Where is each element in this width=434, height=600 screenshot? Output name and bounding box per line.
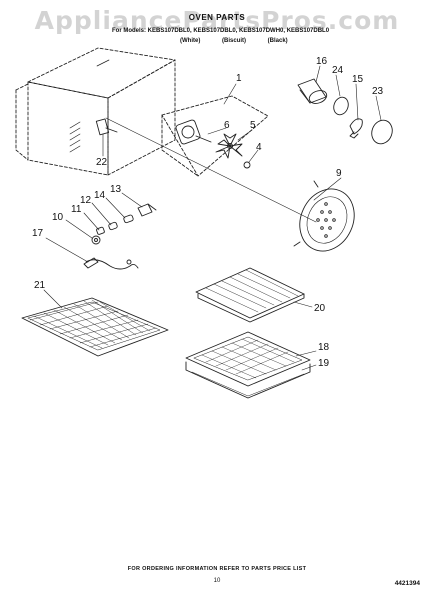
leader-lines	[43, 65, 382, 371]
callout-17: 17	[32, 228, 44, 239]
clip-part-13	[137, 203, 157, 217]
callout-10: 10	[52, 212, 64, 223]
callout-18: 18	[318, 342, 330, 353]
broiler-grid-part-20	[195, 267, 305, 323]
callout-1: 1	[236, 73, 242, 84]
document-number: 4421394	[394, 580, 420, 587]
callout-23: 23	[372, 86, 384, 97]
variant-black: (Black)	[267, 38, 288, 44]
oven-cavity	[15, 47, 176, 176]
callout-4: 4	[256, 142, 262, 153]
lens-part-23	[371, 119, 393, 145]
motor-part-6	[175, 119, 212, 145]
page-number: 10	[213, 578, 221, 584]
model-list: For Models: KEBS107DBL0, KEBS107DBL0, KE…	[112, 28, 330, 34]
callout-21: 21	[34, 280, 46, 291]
fan-assembly-box	[161, 95, 269, 177]
callout-13: 13	[110, 184, 122, 195]
callout-20: 20	[314, 303, 326, 314]
callout-11: 11	[71, 204, 82, 215]
bulb-part-15	[349, 118, 363, 139]
ring-part-11	[96, 226, 105, 235]
watermark: AppliancePartsPros.com	[34, 6, 400, 35]
callout-22: 22	[96, 157, 108, 168]
sensor-part-14	[123, 214, 134, 224]
nut-part-4	[243, 161, 251, 169]
variant-white: (White)	[180, 38, 201, 44]
callout-14: 14	[94, 190, 106, 201]
assembly-axis-line	[105, 117, 317, 223]
grommet-part-10	[91, 235, 101, 245]
color-variants: (White) (Biscuit) (Black)	[180, 38, 308, 44]
fan-cover-part-9	[293, 180, 355, 252]
callout-labels: 1 4 5 6 9 10 11 12 13 14 15 16 17 18 19 …	[32, 56, 384, 369]
spacer-part-12	[108, 221, 118, 231]
pan-bottom-part-19	[185, 361, 311, 399]
callout-24: 24	[332, 65, 344, 76]
lamp-socket-part-16	[297, 78, 328, 104]
vent-slots	[69, 59, 110, 153]
callout-6: 6	[224, 120, 230, 131]
page-title: OVEN PARTS	[188, 13, 246, 22]
callout-19: 19	[318, 358, 330, 369]
bracket-part-22	[95, 118, 118, 136]
callout-12: 12	[80, 195, 92, 206]
callout-5: 5	[250, 120, 256, 131]
callout-9: 9	[336, 168, 342, 179]
gasket-part-24	[333, 96, 349, 116]
ordering-note: FOR ORDERING INFORMATION REFER TO PARTS …	[127, 566, 307, 572]
broiler-pan-part-18	[185, 331, 311, 387]
callout-15: 15	[352, 74, 364, 85]
variant-biscuit: (Biscuit)	[222, 38, 246, 44]
sensor-probe-part-17	[83, 257, 139, 270]
oven-rack-part-21	[21, 297, 169, 357]
callout-16: 16	[316, 56, 328, 67]
fan-blade-part-5	[215, 133, 243, 159]
